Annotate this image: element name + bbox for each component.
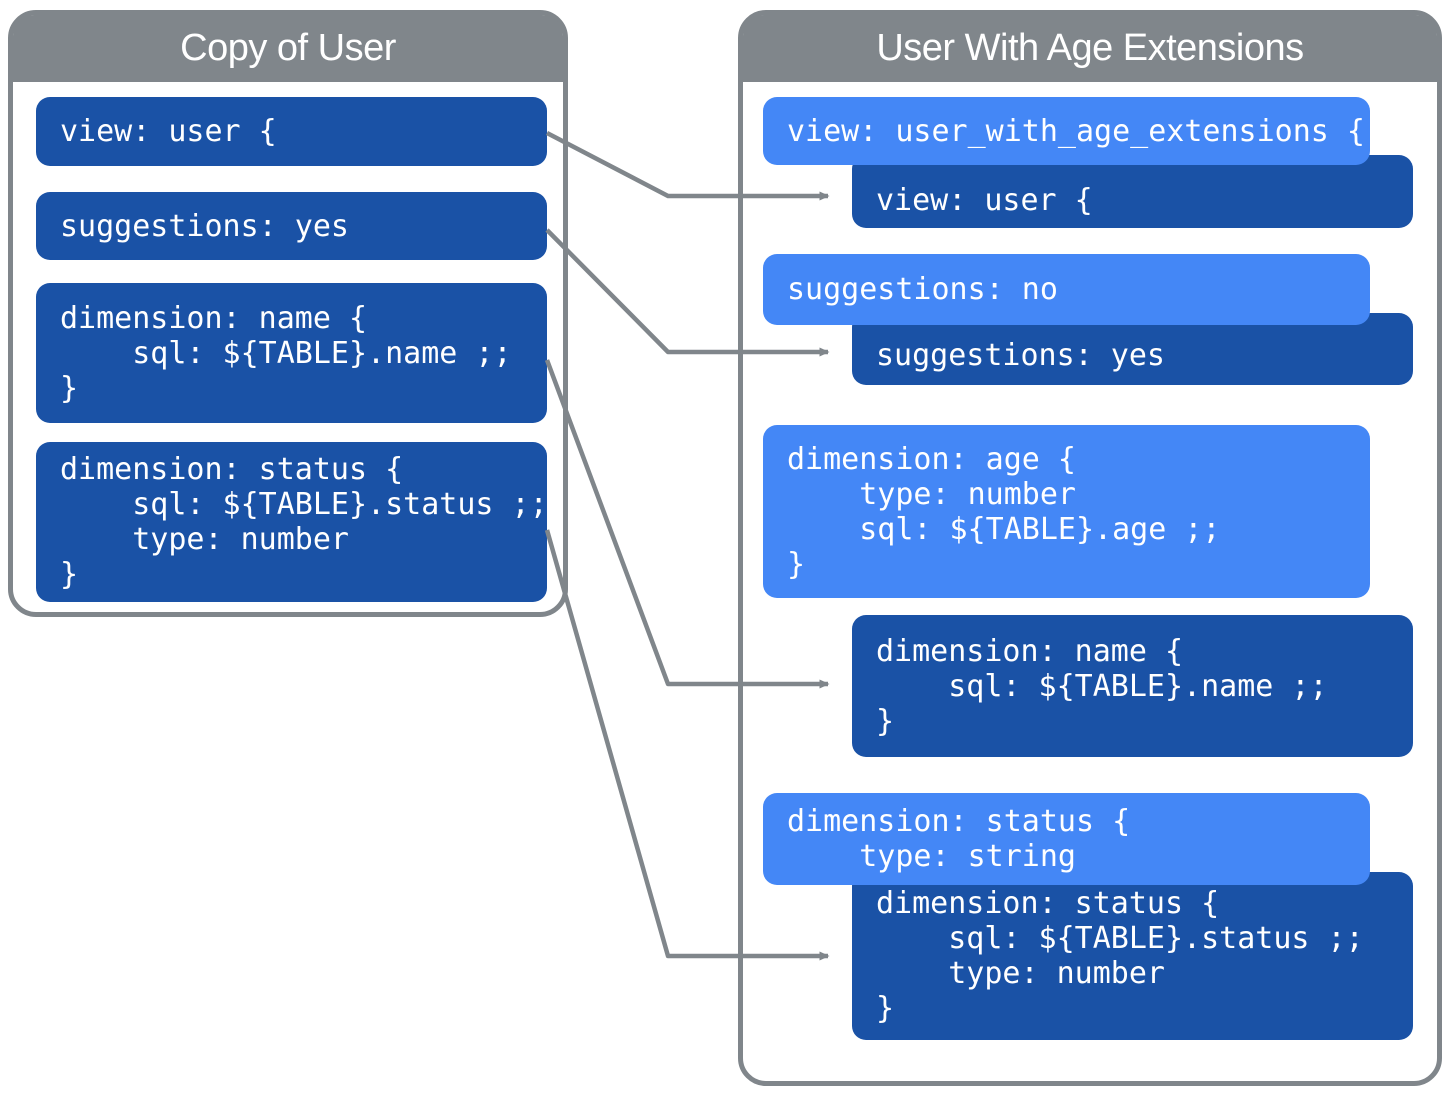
right-suggestions-refinement-box: suggestions: no	[763, 254, 1370, 325]
user-with-age-extensions-panel-header: User With Age Extensions	[743, 15, 1437, 82]
right-view-refinement-box: view: user_with_age_extensions {	[763, 97, 1370, 165]
code-line: sql: ${TABLE}.age ;;	[787, 511, 1221, 547]
user-with-age-extensions-panel-title: User With Age Extensions	[876, 27, 1304, 69]
code-line: suggestions: yes	[60, 208, 349, 244]
code-line: type: string	[787, 839, 1076, 874]
code-line: sql: ${TABLE}.status ;;	[60, 487, 548, 522]
copy-of-user-panel-header: Copy of User	[13, 15, 563, 82]
code-line: dimension: status {	[60, 452, 404, 487]
user-with-age-extensions-panel: User With Age Extensions view: user { vi…	[738, 10, 1442, 1086]
copy-of-user-panel: Copy of User view: user { suggestions: y…	[8, 10, 568, 617]
code-line: type: number	[787, 476, 1076, 512]
code-line: dimension: name {	[876, 633, 1184, 669]
code-line: }	[60, 370, 79, 406]
code-line: view: user_with_age_extensions {	[787, 113, 1365, 149]
code-line: }	[60, 557, 79, 592]
code-line: }	[876, 703, 895, 739]
left-suggestions-box: suggestions: yes	[36, 192, 547, 260]
code-line: dimension: name {	[60, 300, 368, 336]
code-line: dimension: status {	[876, 886, 1220, 921]
code-line: sql: ${TABLE}.status ;;	[876, 921, 1364, 956]
code-line: view: user {	[876, 183, 1093, 218]
code-line: type: number	[60, 522, 349, 557]
code-line: suggestions: yes	[876, 338, 1165, 373]
code-line: type: number	[876, 956, 1165, 991]
copy-of-user-panel-title: Copy of User	[180, 27, 396, 69]
right-dimension-age-box: dimension: age { type: number sql: ${TAB…	[763, 425, 1370, 598]
code-line: view: user {	[60, 114, 277, 149]
code-line: dimension: age {	[787, 441, 1076, 477]
left-dimension-name-box: dimension: name { sql: ${TABLE}.name ;; …	[36, 283, 547, 423]
right-suggestions-base-box: suggestions: yes	[852, 313, 1413, 385]
right-dimension-status-base-box: dimension: status { sql: ${TABLE}.status…	[852, 872, 1413, 1040]
code-line: dimension: status {	[787, 804, 1131, 839]
left-view-box: view: user {	[36, 97, 547, 166]
code-line: }	[876, 991, 895, 1026]
code-line: suggestions: no	[787, 272, 1058, 307]
left-dimension-status-box: dimension: status { sql: ${TABLE}.status…	[36, 442, 548, 602]
right-dimension-status-refinement-box: dimension: status { type: string	[763, 793, 1370, 885]
right-view-base-box: view: user {	[852, 155, 1413, 228]
code-line: sql: ${TABLE}.name ;;	[876, 668, 1328, 704]
code-line: sql: ${TABLE}.name ;;	[60, 335, 512, 371]
right-dimension-name-box: dimension: name { sql: ${TABLE}.name ;; …	[852, 615, 1413, 757]
code-line: }	[787, 546, 806, 582]
